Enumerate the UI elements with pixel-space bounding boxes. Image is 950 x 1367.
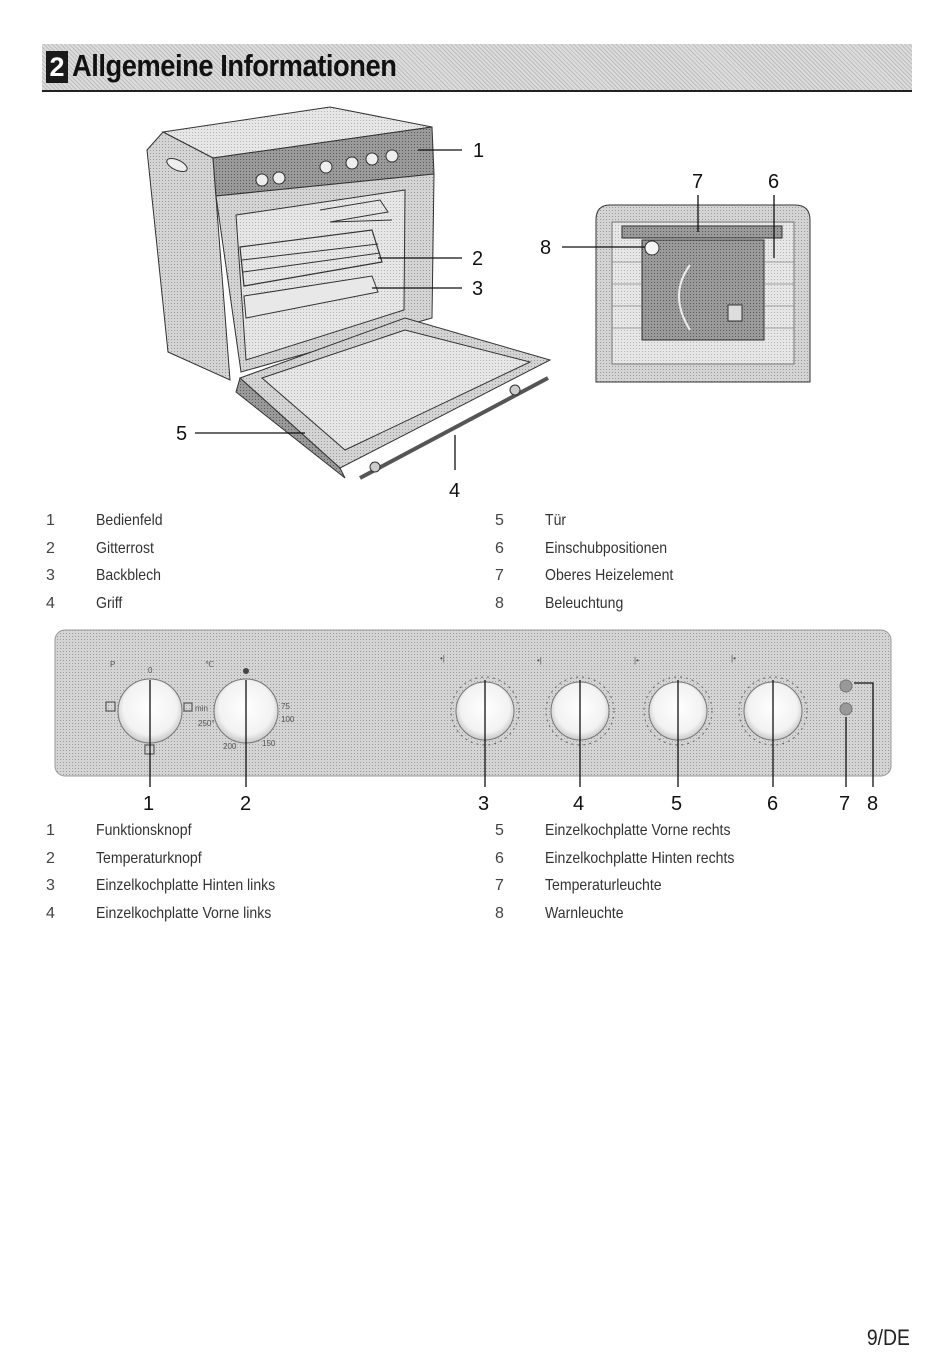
legend-label: Beleuchtung [545,595,624,612]
legend-num: 3 [46,567,55,584]
legend-label: Einschubpositionen [545,540,668,557]
section-title: Allgemeine Informationen [72,48,397,83]
func-knob-mark-0: 0 [148,666,153,675]
temp-mark-250: 250° [198,719,215,728]
section-header: 2 Allgemeine Informationen [42,44,912,92]
legend-label: Oberes Heizelement [545,567,674,584]
legend-num: 4 [46,905,55,922]
svg-text:℃: ℃ [205,660,214,669]
temperature-lamp [839,702,853,716]
legend-label: Warnleuchte [545,905,624,922]
legend-label: Gitterrost [96,540,154,557]
temp-mark-min: min [195,704,208,713]
legend-label: Griff [96,595,123,612]
legend-num: 7 [495,567,504,584]
legend-num: 2 [46,850,55,867]
legend-num: 3 [46,877,55,894]
callout-5: 5 [176,423,187,445]
section-number: 2 [46,51,68,83]
func-knob-mark-p: P [110,660,115,669]
legend-num: 8 [495,905,504,922]
temp-mark-200: 200 [223,742,237,751]
callout-3: 3 [472,278,483,300]
panel-callout-numbers: 1 2 3 4 5 6 7 8 [143,793,878,815]
legend-num: 5 [495,512,504,529]
callout-7-side: 7 [692,171,703,193]
panel-callout-8: 8 [867,793,878,815]
legend-num: 8 [495,595,504,612]
legend-num: 7 [495,877,504,894]
panel-callout-3: 3 [478,793,489,815]
legend-label: Bedienfeld [96,512,163,529]
temp-mark-150: 150 [262,739,276,748]
cavity-front-view [595,204,811,383]
legend-label: Einzelkochplatte Vorne links [96,905,272,922]
panel-callout-1: 1 [143,793,154,815]
svg-text:•|: •| [537,656,542,665]
legend-num: 6 [495,540,504,557]
oven-callout-numbers: 1 2 3 4 5 7 6 8 [176,140,779,502]
panel-callout-7: 7 [839,793,850,815]
legend-label: Einzelkochplatte Hinten rechts [545,850,735,867]
temp-mark-100: 100 [281,715,295,724]
oven-illustration [146,106,552,480]
callout-4: 4 [449,480,460,502]
legend-num: 6 [495,850,504,867]
legend-label: Einzelkochplatte Hinten links [96,877,276,894]
control-panel-figure: P 0 ℃ min 250° 200 150 75 100 •| •| |• [54,629,892,777]
panel-callout-5: 5 [671,793,682,815]
legend-label: Tür [545,512,567,529]
warning-lamp [839,679,853,693]
panel-callout-2: 2 [240,793,251,815]
callout-8-side: 8 [540,237,551,259]
panel-callout-lines [149,680,874,787]
legend-num: 1 [46,822,55,839]
panel-callout-4: 4 [573,793,584,815]
legend-label: Temperaturknopf [96,850,202,867]
legend-label: Backblech [96,567,161,584]
page-number: 9/DE [866,1325,910,1350]
temp-mark-75: 75 [281,702,290,711]
cavity-callout-lines [562,195,775,258]
svg-text:|•: |• [634,656,639,665]
legend-label: Einzelkochplatte Vorne rechts [545,822,731,839]
legend-num: 4 [46,595,55,612]
legend-num: 1 [46,512,55,529]
oven-callout-lines [195,149,462,470]
legend-label: Temperaturleuchte [545,877,662,894]
callout-6-side: 6 [768,171,779,193]
callout-1: 1 [473,140,484,162]
panel-callout-6: 6 [767,793,778,815]
svg-text:•|: •| [440,654,445,663]
svg-text:|•: |• [731,654,736,663]
callout-2: 2 [472,248,483,270]
legend-num: 2 [46,540,55,557]
legend-label: Funktionsknopf [96,822,192,839]
legend-num: 5 [495,822,504,839]
